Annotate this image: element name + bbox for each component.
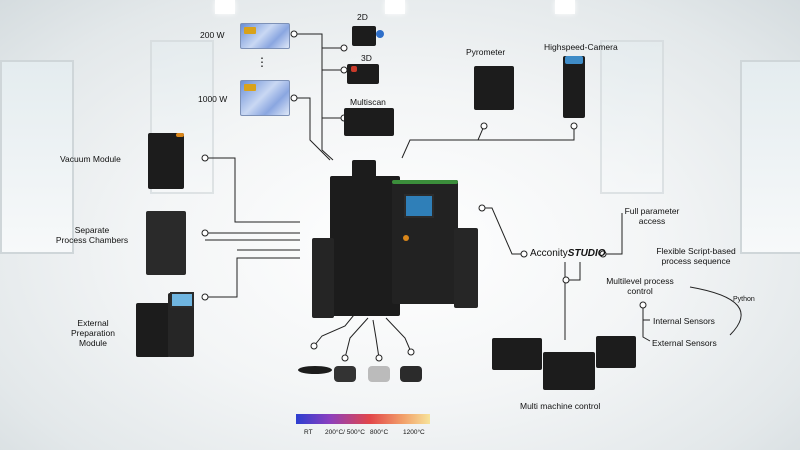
laser-200w-label: 200 W xyxy=(200,30,225,40)
laser-1000w-label: 1000 W xyxy=(198,94,228,104)
multi-machine-left xyxy=(492,338,542,370)
left-window xyxy=(0,60,74,254)
highspeed-camera-lens xyxy=(565,56,583,64)
external-prep-line2: Preparation xyxy=(71,328,115,338)
laser-200w-unit xyxy=(240,23,290,49)
full-parameter-label: Full parameter access xyxy=(612,206,692,226)
ceiling-lamp xyxy=(385,0,405,14)
ceiling-lamp xyxy=(215,0,235,14)
acconity-studio-suffix: STUDIO xyxy=(567,248,606,259)
multilevel-control-label: Multilevel process control xyxy=(590,276,690,296)
scanner-2d-label: 2D xyxy=(357,12,368,22)
multi-machine-label: Multi machine control xyxy=(520,401,601,411)
internal-sensors-label: Internal Sensors xyxy=(653,316,715,326)
external-prep-line3: Module xyxy=(79,338,107,348)
main-machine-orange-knob xyxy=(403,235,409,241)
acconity-studio-label: AcconitySTUDIO xyxy=(530,249,606,259)
temp-rt-label: RT xyxy=(304,429,313,436)
separate-chambers-label: Separate Process Chambers xyxy=(42,225,142,245)
highspeed-camera-label: Highspeed-Camera xyxy=(544,42,618,52)
pyrometer-device xyxy=(474,66,514,110)
back-window-right xyxy=(600,40,664,194)
script-sequence-line1: Flexible Script-based xyxy=(656,246,736,256)
external-prep-device xyxy=(136,303,170,357)
multilevel-line2: control xyxy=(627,286,653,296)
temp-800c-label: 800°C xyxy=(370,429,389,436)
vacuum-module-label: Vacuum Module xyxy=(60,154,121,164)
temp-1200c-label: 1200°C xyxy=(403,429,425,436)
separate-chambers-device xyxy=(146,211,186,275)
separate-chambers-line1: Separate xyxy=(74,225,110,235)
main-machine-door-right xyxy=(454,228,478,308)
pyrometer-label: Pyrometer xyxy=(466,47,506,57)
script-sequence-label: Flexible Script-based process sequence xyxy=(640,246,752,266)
python-label: Python xyxy=(733,296,755,303)
laser-1000w-unit xyxy=(240,80,290,116)
highspeed-camera-device xyxy=(563,56,585,118)
main-machine-screen xyxy=(404,194,434,218)
main-machine-door-left xyxy=(312,238,334,318)
external-sensors-label: External Sensors xyxy=(652,338,717,348)
multiscan-label: Multiscan xyxy=(350,97,386,107)
ceiling-lamp xyxy=(555,0,575,14)
multilevel-line1: Multilevel process xyxy=(606,276,674,286)
right-window xyxy=(740,60,800,254)
script-sequence-line2: process sequence xyxy=(661,256,731,266)
multi-machine-right xyxy=(596,336,636,368)
temp-500c-label: 200°C/ 500°C xyxy=(325,429,365,436)
external-prep-label: External Preparation Module xyxy=(60,318,126,348)
multi-machine-center xyxy=(543,352,595,390)
external-prep-screen xyxy=(170,292,194,308)
heater-500c xyxy=(334,366,356,382)
build-plate-rt xyxy=(298,366,332,374)
external-prep-line1: External xyxy=(77,318,109,328)
main-machine-accent xyxy=(392,180,458,184)
vacuum-module-device xyxy=(148,133,184,189)
scanner-2d-device xyxy=(352,26,376,46)
scanner-2d-lens xyxy=(376,30,384,38)
full-parameter-line2: access xyxy=(638,216,666,226)
multiscan-device xyxy=(344,108,394,136)
heater-1200c xyxy=(400,366,422,382)
main-machine-column xyxy=(352,160,376,200)
scanner-3d-accent xyxy=(351,66,357,72)
acconity-studio-prefix: Acconity xyxy=(530,248,568,259)
full-parameter-line1: Full parameter xyxy=(624,206,680,216)
scanner-3d-label: 3D xyxy=(361,53,372,63)
separate-chambers-line2: Process Chambers xyxy=(55,235,129,245)
laser-ellipsis: ⋮ xyxy=(256,55,268,69)
temperature-gradient-bar xyxy=(296,414,430,424)
vacuum-module-accent xyxy=(176,133,184,137)
heater-800c xyxy=(368,366,390,382)
